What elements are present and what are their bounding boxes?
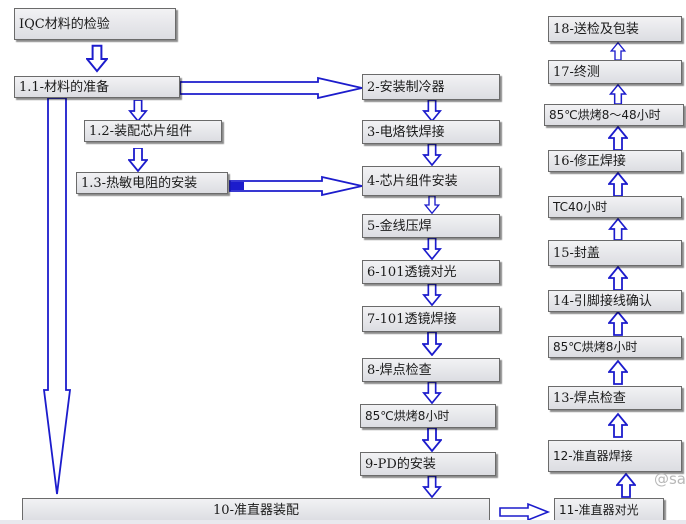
arrow-down-icon bbox=[422, 238, 442, 260]
arrow-down-icon bbox=[422, 332, 442, 356]
step-14-pin-wiring-check: 14-引脚接线确认 bbox=[548, 290, 682, 312]
arrow-up-icon bbox=[608, 126, 628, 150]
arrow-down-icon bbox=[42, 97, 72, 495]
step-16-rework-welding: 16-修正焊接 bbox=[548, 150, 682, 172]
arrow-up-icon bbox=[610, 42, 626, 60]
step-17-final-test: 17-终测 bbox=[548, 60, 682, 84]
step-10-collimator-assembly: 10-准直器装配 bbox=[22, 498, 490, 522]
arrow-up-icon bbox=[609, 84, 627, 104]
arrow-down-icon bbox=[422, 476, 442, 498]
arrow-down-icon bbox=[422, 100, 442, 122]
arrow-down-icon bbox=[422, 428, 442, 452]
arrow-up-icon bbox=[608, 266, 628, 290]
arrow-down-icon bbox=[86, 44, 108, 73]
step-bake-8h-2: 85℃烘烤8小时 bbox=[548, 336, 682, 358]
step-1-2-chip-assembly: 1.2-装配芯片组件 bbox=[84, 120, 222, 142]
arrow-down-icon bbox=[128, 148, 148, 172]
step-8-solder-inspection: 8-焊点检查 bbox=[362, 358, 500, 382]
step-bake-8-48h: 85℃烘烤8～48小时 bbox=[544, 104, 684, 126]
arrow-up-icon bbox=[616, 473, 636, 498]
arrow-right-icon bbox=[179, 76, 363, 100]
arrow-up-icon bbox=[608, 172, 628, 196]
arrow-up-icon bbox=[608, 311, 628, 336]
step-1-3-thermistor-install: 1.3-热敏电阻的安装 bbox=[76, 172, 228, 194]
step-iqc-inspection: IQC材料的检验 bbox=[14, 8, 176, 40]
step-2-install-cooler: 2-安装制冷器 bbox=[362, 74, 500, 100]
step-9-pd-install: 9-PD的安装 bbox=[360, 452, 496, 476]
step-1-1-material-prep: 1.1-材料的准备 bbox=[14, 76, 180, 98]
arrow-up-icon bbox=[608, 412, 628, 439]
step-15-capping: 15-封盖 bbox=[548, 240, 682, 266]
arrow-down-icon bbox=[422, 382, 442, 404]
arrow-right-icon bbox=[499, 502, 551, 522]
arrow-right-icon bbox=[229, 175, 363, 197]
step-tc40h: TC40小时 bbox=[548, 196, 682, 218]
arrow-down-icon bbox=[422, 144, 442, 166]
arrow-down-icon bbox=[128, 100, 148, 122]
arrow-down-icon bbox=[422, 284, 442, 306]
arrow-up-icon bbox=[608, 359, 628, 386]
step-3-iron-soldering: 3-电烙铁焊接 bbox=[362, 120, 500, 144]
arrow-up-icon bbox=[608, 218, 628, 240]
step-4-chip-install: 4-芯片组件安装 bbox=[362, 166, 500, 196]
step-13-solder-inspection: 13-焊点检查 bbox=[548, 386, 682, 410]
step-12-collimator-welding: 12-准直器焊接 bbox=[548, 440, 682, 472]
step-bake-8h: 85℃烘烤8小时 bbox=[360, 404, 496, 428]
watermark: @sa bbox=[653, 470, 686, 488]
step-18-ship-and-pack: 18-送检及包装 bbox=[548, 16, 682, 42]
step-7-lens-welding: 7-101透镜焊接 bbox=[362, 306, 500, 332]
bottom-strip bbox=[0, 520, 686, 524]
step-11-collimator-alignment: 11-准直器对光 bbox=[554, 498, 664, 522]
step-5-gold-wire-bonding: 5-金线压焊 bbox=[362, 214, 500, 238]
arrow-down-icon bbox=[424, 196, 440, 214]
step-6-lens-alignment: 6-101透镜对光 bbox=[362, 260, 500, 284]
